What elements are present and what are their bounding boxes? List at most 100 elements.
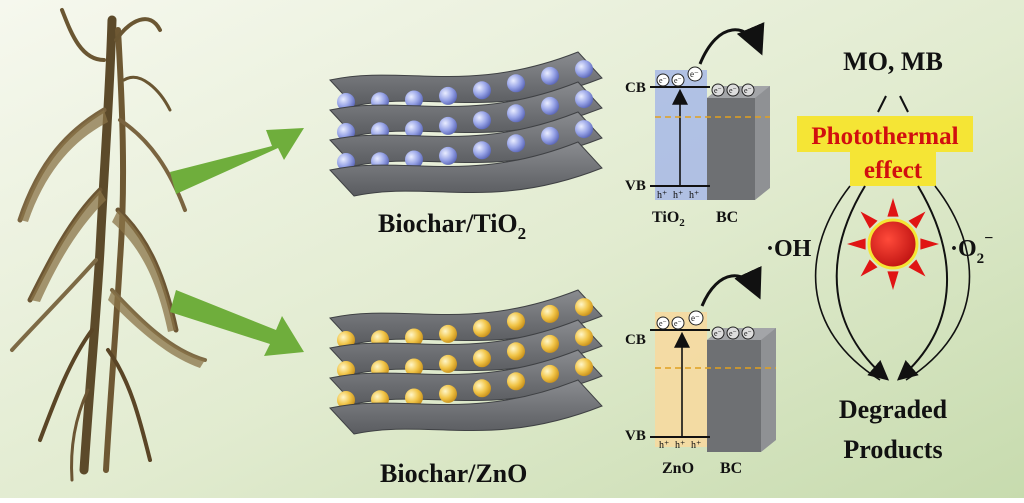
superoxide-radical-label: ·O2− — [950, 230, 993, 267]
nanoparticle — [575, 90, 593, 109]
svg-text:e⁻: e⁻ — [674, 319, 682, 328]
nanoparticle — [541, 334, 559, 353]
nanoparticle — [507, 312, 525, 331]
nanoparticle — [439, 146, 457, 165]
effect-label: effect — [864, 157, 923, 184]
products-label: Products — [843, 435, 942, 464]
nanoparticle — [473, 141, 491, 160]
bc-label-bottom: BC — [720, 460, 742, 477]
nanoparticle — [473, 111, 491, 130]
nanoparticle — [507, 372, 525, 391]
nanoparticle — [541, 304, 559, 323]
svg-text:e⁻: e⁻ — [659, 319, 667, 328]
pollutants-label: MO, MB — [843, 47, 943, 76]
svg-text:e⁻: e⁻ — [729, 329, 737, 338]
nanoparticle — [541, 364, 559, 383]
electron-transfer-arrow-tio2 — [698, 22, 765, 65]
svg-text:e⁻: e⁻ — [714, 329, 722, 338]
nanoparticle — [507, 134, 525, 153]
sun-ray — [908, 259, 926, 277]
nanoparticle — [507, 74, 525, 93]
nanoparticle — [473, 81, 491, 100]
degraded-label: Degraded — [839, 395, 948, 424]
label-biochar-tio2: Biochar/TiO2 — [378, 209, 526, 243]
bc-block-zno — [707, 340, 761, 452]
photothermal-label: Photothermal — [811, 123, 958, 150]
nanoparticle — [439, 384, 457, 403]
sun-ray — [887, 271, 899, 290]
nanoparticle — [405, 388, 423, 407]
nanoparticle — [473, 319, 491, 338]
arrow-to-zno — [170, 290, 304, 356]
band-diagram-tio2: CB VB e⁻ e⁻ e⁻ e⁻ e⁻ e⁻ h⁺ h⁺ h⁺ TiO2 BC — [625, 22, 770, 229]
svg-text:h⁺: h⁺ — [675, 440, 685, 451]
zno-band-box — [655, 312, 707, 447]
zno-label: ZnO — [662, 460, 694, 477]
svg-text:h⁺: h⁺ — [689, 190, 699, 201]
sun-core — [867, 218, 919, 270]
photothermal-highlight-1 — [797, 116, 973, 152]
biochar-zno-layers — [329, 289, 603, 435]
sun-ray — [920, 238, 939, 250]
vb-label-zno: VB — [625, 428, 646, 444]
nanoparticle — [439, 324, 457, 343]
nanoparticle — [473, 349, 491, 368]
sun-ray — [860, 259, 878, 277]
sun-ray — [908, 211, 926, 229]
bc-label-top: BC — [716, 209, 738, 226]
nanoparticle — [575, 120, 593, 139]
sun-icon — [847, 198, 939, 290]
nanoparticle — [507, 104, 525, 123]
electrons-tio2: e⁻ e⁻ e⁻ e⁻ e⁻ e⁻ — [656, 66, 755, 97]
nanoparticle — [405, 328, 423, 347]
nanoparticle — [575, 328, 593, 347]
cb-label-zno: CB — [625, 332, 646, 348]
sun-ray — [860, 211, 878, 229]
oh-radical-label: ·OH — [766, 236, 812, 262]
nanoparticle — [405, 150, 423, 169]
svg-text:e⁻: e⁻ — [674, 76, 682, 85]
corn-stalk-illustration — [10, 8, 207, 482]
svg-text:e⁻: e⁻ — [690, 69, 699, 79]
svg-text:e⁻: e⁻ — [691, 313, 700, 323]
svg-text:e⁻: e⁻ — [744, 329, 752, 338]
nanoparticle — [541, 66, 559, 85]
electrons-zno: e⁻ e⁻ e⁻ e⁻ e⁻ e⁻ — [656, 310, 755, 340]
degradation-mechanism: MO, MB Photothermal effect ·OH ·O2− Degr… — [766, 47, 993, 464]
sun-ray — [887, 198, 899, 217]
svg-text:h⁺: h⁺ — [673, 190, 683, 201]
nanoparticle — [439, 354, 457, 373]
band-diagram-zno: CB VB e⁻ e⁻ e⁻ e⁻ e⁻ e⁻ h⁺ h⁺ h⁺ ZnO BC — [625, 265, 776, 477]
vb-label: VB — [625, 178, 646, 194]
nanoparticle — [405, 358, 423, 377]
cb-label: CB — [625, 80, 646, 96]
nanoparticle — [541, 126, 559, 145]
electron-transfer-arrow-zno — [700, 265, 762, 307]
photothermal-highlight-2 — [850, 152, 936, 186]
nanoparticle — [473, 379, 491, 398]
svg-text:h⁺: h⁺ — [659, 440, 669, 451]
tio2-band-box — [655, 70, 707, 200]
bc-block — [707, 98, 755, 200]
biochar-sheet — [329, 141, 603, 197]
nanoparticle — [575, 298, 593, 317]
svg-text:e⁻: e⁻ — [744, 86, 752, 95]
arrow-to-tio2 — [170, 128, 304, 194]
label-biochar-zno: Biochar/ZnO — [380, 459, 527, 488]
svg-text:h⁺: h⁺ — [691, 440, 701, 451]
sun-ray — [847, 238, 866, 250]
nanoparticle — [575, 60, 593, 79]
holes-tio2: h⁺ h⁺ h⁺ — [657, 190, 699, 201]
nanoparticle — [405, 90, 423, 109]
nanoparticle — [507, 342, 525, 361]
nanoparticle — [575, 358, 593, 377]
svg-text:e⁻: e⁻ — [729, 86, 737, 95]
nanoparticle — [541, 96, 559, 115]
biochar-sheet — [329, 379, 603, 435]
nanoparticle — [439, 116, 457, 135]
svg-text:e⁻: e⁻ — [714, 86, 722, 95]
nanoparticle — [405, 120, 423, 139]
nanoparticle — [439, 86, 457, 105]
svg-text:h⁺: h⁺ — [657, 190, 667, 201]
